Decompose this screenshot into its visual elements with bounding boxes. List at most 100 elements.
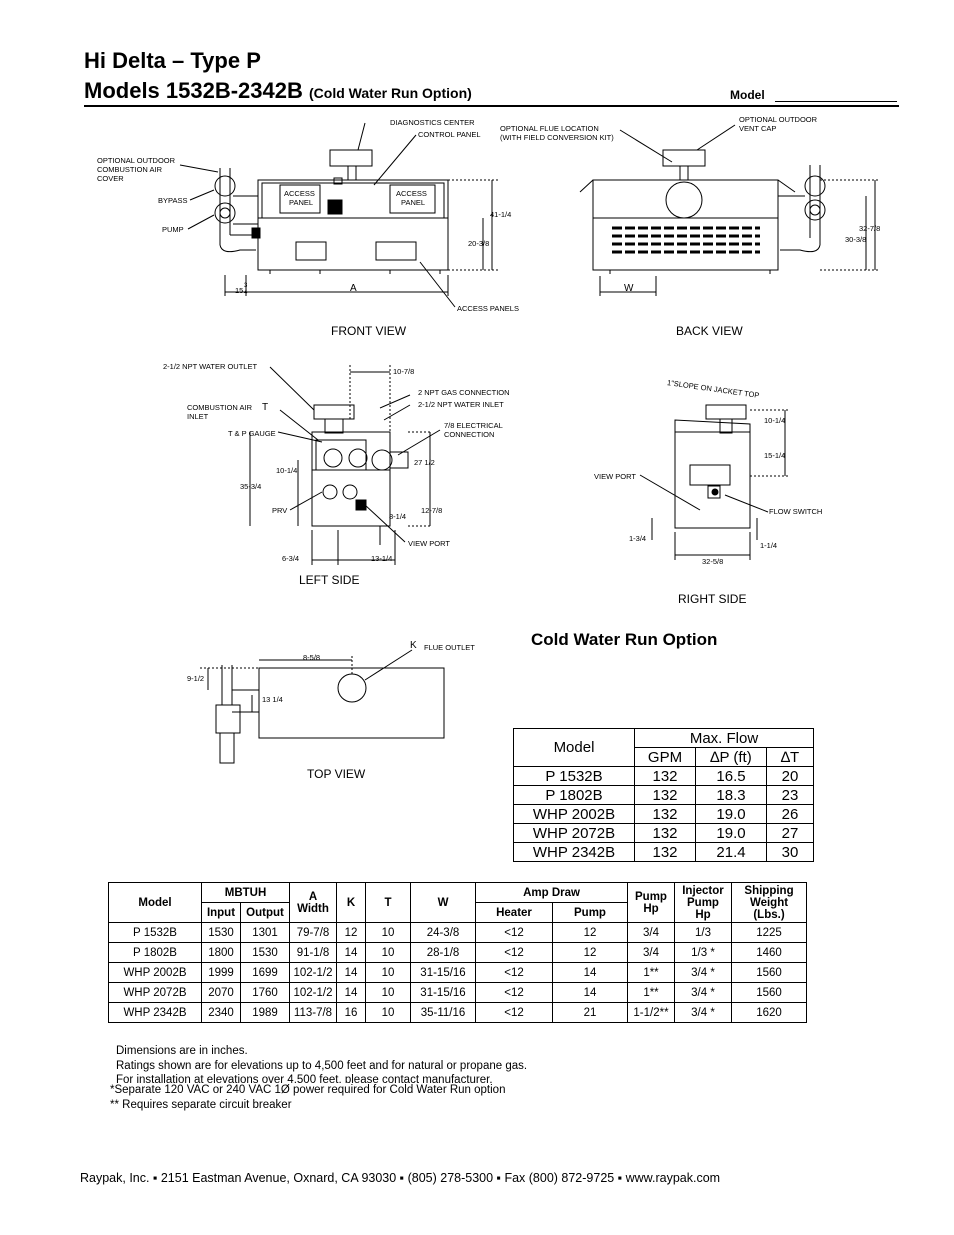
flow-cell: WHP 2072B xyxy=(513,823,635,843)
spec-head-width: Width xyxy=(297,902,329,915)
dim-6-3-4: 6-3/4 xyxy=(282,554,300,563)
label-view-port-left: VIEW PORT xyxy=(408,539,450,548)
dim-32-7-8: 32-7/8 xyxy=(859,224,881,233)
spec-cell: 91-1/8 xyxy=(289,942,337,963)
spec-head-ship-3: (Lbs.) xyxy=(753,908,785,921)
top-view-label: TOP VIEW xyxy=(307,767,366,781)
flow-cell: WHP 2002B xyxy=(513,804,635,824)
spec-head-k: K xyxy=(336,882,366,923)
label-access-2: ACCESS xyxy=(396,189,427,198)
label-flue-outlet: FLUE OUTLET xyxy=(424,643,475,652)
label-optional-outdoor: OPTIONAL OUTDOOR xyxy=(97,156,176,165)
flow-cell: 21.4 xyxy=(695,842,767,862)
spec-head-inj-2: Pump xyxy=(687,896,719,909)
flow-cell: 132 xyxy=(634,804,696,824)
spec-head-a-text: A xyxy=(308,890,318,903)
spec-cell: 3/4 xyxy=(627,942,675,963)
spec-cell: 3/4 * xyxy=(674,982,732,1003)
back-view-label: BACK VIEW xyxy=(676,324,743,338)
label-control-panel: CONTROL PANEL xyxy=(418,130,481,139)
spec-cell: 3/4 xyxy=(627,922,675,943)
spec-cell: <12 xyxy=(475,982,553,1003)
right-side-label: RIGHT SIDE xyxy=(678,592,747,606)
label-diagnostics-center: DIAGNOSTICS CENTER xyxy=(390,118,475,127)
flow-cell: 23 xyxy=(766,785,814,805)
spec-cell: 14 xyxy=(336,942,366,963)
dim-10-1-4: 10-1/4 xyxy=(276,466,298,475)
spec-cell: 1460 xyxy=(731,942,807,963)
label-access-panels: ACCESS PANELS xyxy=(457,304,519,313)
technical-drawings xyxy=(179,122,880,764)
spec-cell: 14 xyxy=(552,982,628,1003)
flow-cell: 27 xyxy=(766,823,814,843)
spec-head-t: T xyxy=(365,882,411,923)
dim-20-3-8: 20-3/8 xyxy=(468,239,490,248)
flow-cell: 132 xyxy=(634,766,696,786)
dim-8-1-4: 8-1/4 xyxy=(389,512,407,521)
flow-cell: 20 xyxy=(766,766,814,786)
spec-cell: 12 xyxy=(552,942,628,963)
spec-cell: <12 xyxy=(475,1002,553,1023)
flow-cell: 132 xyxy=(634,785,696,805)
flow-head-dt: ∆T xyxy=(766,747,814,767)
label-inlet: INLET xyxy=(187,412,209,421)
label-gas-connection: 2 NPT GAS CONNECTION xyxy=(418,388,510,397)
dim-30-3-8: 30-3/8 xyxy=(845,235,867,244)
spec-head-model: Model xyxy=(108,882,202,923)
spec-cell: 1800 xyxy=(201,942,241,963)
dim-frac-den: 4 xyxy=(244,290,248,296)
spec-cell: 14 xyxy=(336,982,366,1003)
spec-head-pump-hp-2: Hp xyxy=(643,902,659,915)
note-3: For installation at elevations over 4,50… xyxy=(116,1074,493,1084)
spec-cell: 1620 xyxy=(731,1002,807,1023)
front-view-label: FRONT VIEW xyxy=(331,324,407,338)
flow-head-gpm: GPM xyxy=(634,747,696,767)
model-fill-line xyxy=(775,101,897,102)
spec-cell: 1530 xyxy=(240,942,290,963)
label-electrical: 7/8 ELECTRICAL xyxy=(444,421,503,430)
spec-cell: 1760 xyxy=(240,982,290,1003)
spec-cell: 3/4 * xyxy=(674,1002,732,1023)
dim-9-1-2: 9-1/2 xyxy=(187,674,205,683)
label-combustion-air: COMBUSTION AIR xyxy=(97,165,163,174)
label-flow-switch: FLOW SWITCH xyxy=(769,507,823,516)
subtitle-option: (Cold Water Run Option) xyxy=(309,85,472,101)
dim-t: T xyxy=(262,402,269,413)
spec-cell: 1999 xyxy=(201,962,241,983)
label-water-inlet: 2-1/2 NPT WATER INLET xyxy=(418,400,504,409)
header-rule xyxy=(84,105,899,107)
note-5: ** Requires separate circuit breaker xyxy=(110,1099,292,1112)
spec-cell: P 1532B xyxy=(108,922,202,943)
label-cover: COVER xyxy=(97,174,124,183)
dim-10-1-4-right: 10-1/4 xyxy=(764,416,786,425)
flow-cell: P 1802B xyxy=(513,785,635,805)
spec-cell: 10 xyxy=(365,922,411,943)
spec-head-ship-1: Shipping xyxy=(744,884,794,897)
label-bypass: BYPASS xyxy=(158,196,188,205)
dim-27-1-2: 27 1/2 xyxy=(414,458,435,467)
dim-w: W xyxy=(624,283,634,294)
spec-cell: WHP 2072B xyxy=(108,982,202,1003)
spec-head-pump-hp-1: Pump xyxy=(635,890,667,903)
spec-cell: 16 xyxy=(336,1002,366,1023)
cold-water-run-title: Cold Water Run Option xyxy=(531,630,718,649)
spec-head-ship-2: Weight xyxy=(749,896,789,909)
flow-cell: 30 xyxy=(766,842,814,862)
right-side-drawing xyxy=(639,404,790,560)
note-1: Dimensions are in inches. xyxy=(116,1045,248,1057)
dim-41-1-4: 41-1/4 xyxy=(490,210,512,219)
label-view-port-right: VIEW PORT xyxy=(594,472,636,481)
label-field-conversion: (WITH FIELD CONVERSION KIT) xyxy=(500,133,614,142)
